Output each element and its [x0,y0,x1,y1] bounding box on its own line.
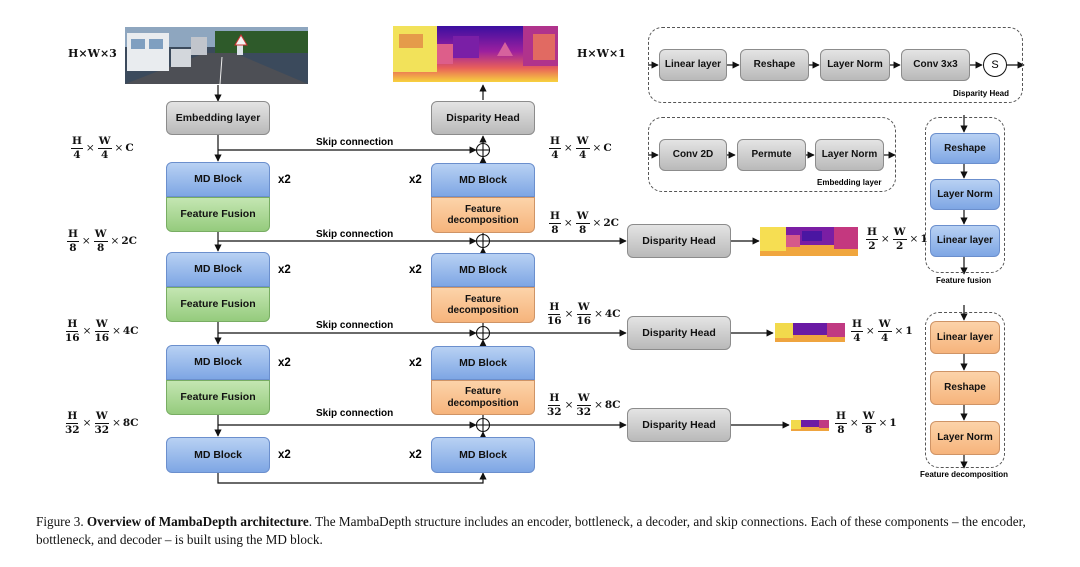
embedding-layer-label: Embedding layer [175,111,261,124]
md-block-label: MD Block [459,448,507,461]
dh-step-linear: Linear layer [659,49,727,81]
feature-fusion-detail-panel [925,117,1005,273]
md-block-label: MD Block [459,173,507,186]
feature-fusion-label: Feature Fusion [180,391,256,404]
md-block-label: MD Block [194,356,242,369]
encoder-feature-fusion-1: Feature Fusion [166,197,270,232]
dh-step-layer-norm: Layer Norm [820,49,890,81]
disparity-head-label: Disparity Head [642,234,716,247]
side-disparity-head-2: Disparity Head [627,316,731,350]
md-block-label: MD Block [459,263,507,276]
disparity-head-label: Disparity Head [642,326,716,339]
ff-step-reshape: Reshape [930,133,1000,164]
dh-step-reshape: Reshape [740,49,809,81]
encoder-feature-fusion-3: Feature Fusion [166,380,270,415]
emb-step-conv2d: Conv 2D [659,139,727,171]
emb-step-permute: Permute [737,139,806,171]
feature-decomposition-label: Feature decomposition [447,203,519,227]
skip-connection-label-3: Skip connection [316,320,394,331]
output-dim-label: H×W×1 [577,47,626,60]
encoder-repeat-3: x2 [278,357,291,369]
caption-body: . The MambaDepth structure includes an e… [36,514,1026,547]
decoder-repeat-4: x2 [409,449,422,461]
output-depth-map [393,26,558,82]
feature-fusion-label: Feature Fusion [180,208,256,221]
fd-step-linear: Linear layer [930,321,1000,354]
decoder-feature-decomposition-2: Feature decomposition [431,287,535,323]
md-block-label: MD Block [194,263,242,276]
figure-caption: Figure 3. Overview of MambaDepth archite… [36,513,1046,549]
dh-step-conv: Conv 3x3 [901,49,970,81]
ff-step-linear: Linear layer [930,225,1000,257]
ff-step-layer-norm: Layer Norm [930,179,1000,210]
skip-connection-label-2: Skip connection [316,229,394,240]
feature-decomposition-detail-title: Feature decomposition [920,470,1009,479]
disparity-head-detail-panel [648,27,1023,103]
disparity-head-detail-title: Disparity Head [953,89,1010,98]
encoder-repeat-1: x2 [278,174,291,186]
side-disparity-head-1: Disparity Head [627,224,731,258]
encoder-md-block-2: MD Block [166,252,270,287]
decoder-feature-decomposition-1: Feature decomposition [431,197,535,233]
encoder-md-block-3: MD Block [166,345,270,380]
disparity-head-label: Disparity Head [642,418,716,431]
decoder-md-block-2: MD Block [431,253,535,287]
decoder-md-block-4: MD Block [431,437,535,473]
encoder-md-block-4: MD Block [166,437,270,473]
feature-fusion-label: Feature Fusion [180,298,256,311]
embedding-detail-title: Embedding layer [817,178,882,187]
decoder-disparity-head: Disparity Head [431,101,535,135]
decoder-feature-decomposition-3: Feature decomposition [431,380,535,415]
encoder-feature-fusion-2: Feature Fusion [166,287,270,322]
side-output-depth-map-2 [775,323,845,342]
fd-step-reshape: Reshape [930,371,1000,405]
side-disparity-head-3: Disparity Head [627,408,731,442]
feature-decomposition-label: Feature decomposition [447,386,519,409]
feature-fusion-detail-title: Feature fusion [936,276,992,285]
decoder-repeat-2: x2 [409,264,422,276]
feature-decomposition-detail-panel [925,312,1005,468]
encoder-repeat-4: x2 [278,449,291,461]
embedding-detail-panel [648,117,896,192]
caption-title: Overview of MambaDepth architecture [86,514,309,529]
emb-step-layer-norm: Layer Norm [815,139,884,171]
encoder-md-block-1: MD Block [166,162,270,197]
input-image [125,27,308,84]
md-block-label: MD Block [459,356,507,369]
decoder-repeat-3: x2 [409,357,422,369]
decoder-md-block-3: MD Block [431,346,535,380]
input-dim-label: H×W×3 [68,47,117,60]
skip-connection-label-4: Skip connection [316,408,394,419]
md-block-label: MD Block [194,448,242,461]
encoder-repeat-2: x2 [278,264,291,276]
decoder-repeat-1: x2 [409,174,422,186]
embedding-layer-box: Embedding layer [166,101,270,135]
disparity-head-label: Disparity Head [446,111,520,124]
feature-decomposition-label: Feature decomposition [447,293,519,317]
skip-connection-label-1: Skip connection [316,137,394,148]
md-block-label: MD Block [194,173,242,186]
side-output-depth-map-1 [760,227,858,256]
fd-step-layer-norm: Layer Norm [930,421,1000,455]
side-output-depth-map-3 [791,420,829,431]
caption-prefix: Figure 3. [36,514,84,529]
sigmoid-node: S [983,53,1007,77]
decoder-md-block-1: MD Block [431,163,535,197]
